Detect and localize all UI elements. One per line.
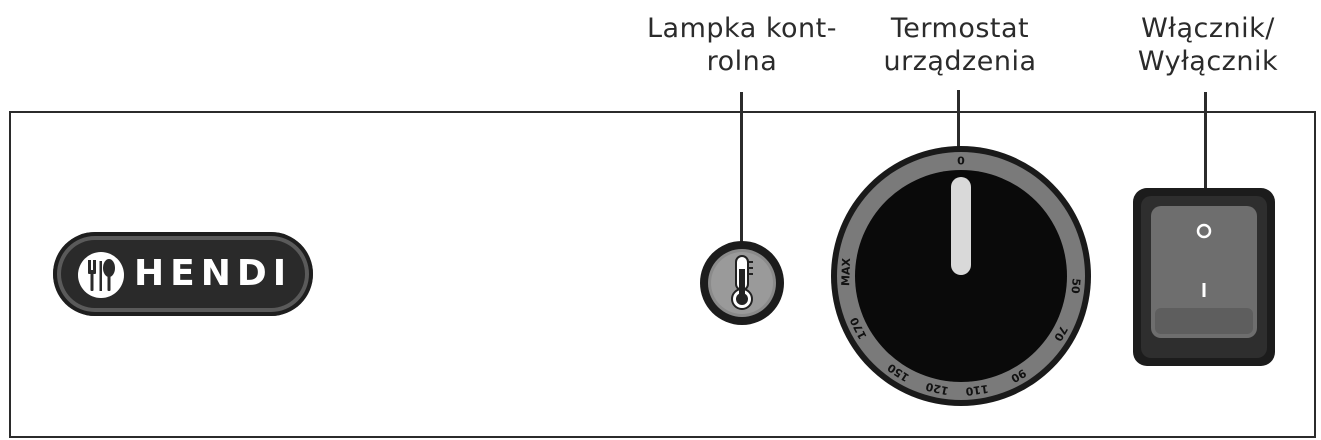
pilot-lamp — [700, 241, 784, 325]
dial-scale-label: MAX — [839, 257, 853, 286]
brand-name: HENDI — [134, 253, 293, 294]
switch-off-symbol — [1196, 223, 1212, 239]
switch-callout-line2: Wyłącznik — [1137, 46, 1279, 77]
lamp-callout-line2: rolna — [706, 46, 778, 77]
dial-scale-label: 110 — [964, 382, 989, 398]
lamp-callout-label: Lampka kont- rolna — [642, 12, 842, 78]
thermostat-callout-line2: urządzenia — [883, 46, 1037, 77]
dial-pointer — [951, 177, 971, 275]
lamp-leader-line — [740, 92, 743, 252]
thermostat-callout-line1: Termostat — [890, 13, 1030, 44]
switch-on-symbol — [1202, 283, 1206, 297]
switch-callout-label: Włącznik/ Wyłącznik — [1108, 12, 1308, 78]
dial-scale-label: 120 — [924, 380, 950, 398]
dial-scale-label: 0 — [957, 155, 965, 168]
thermostat-callout-label: Termostat urządzenia — [860, 12, 1060, 78]
lamp-callout-line1: Lampka kont- — [647, 13, 837, 44]
fork-spoon-icon — [78, 252, 124, 298]
thermostat-leader-line — [957, 90, 960, 158]
switch-leader-line — [1204, 92, 1207, 189]
switch-callout-line1: Włącznik/ — [1141, 13, 1275, 44]
thermometer-icon — [731, 255, 753, 310]
power-rocker-switch[interactable] — [1133, 188, 1275, 366]
dial-scale-label: 50 — [1068, 278, 1082, 295]
